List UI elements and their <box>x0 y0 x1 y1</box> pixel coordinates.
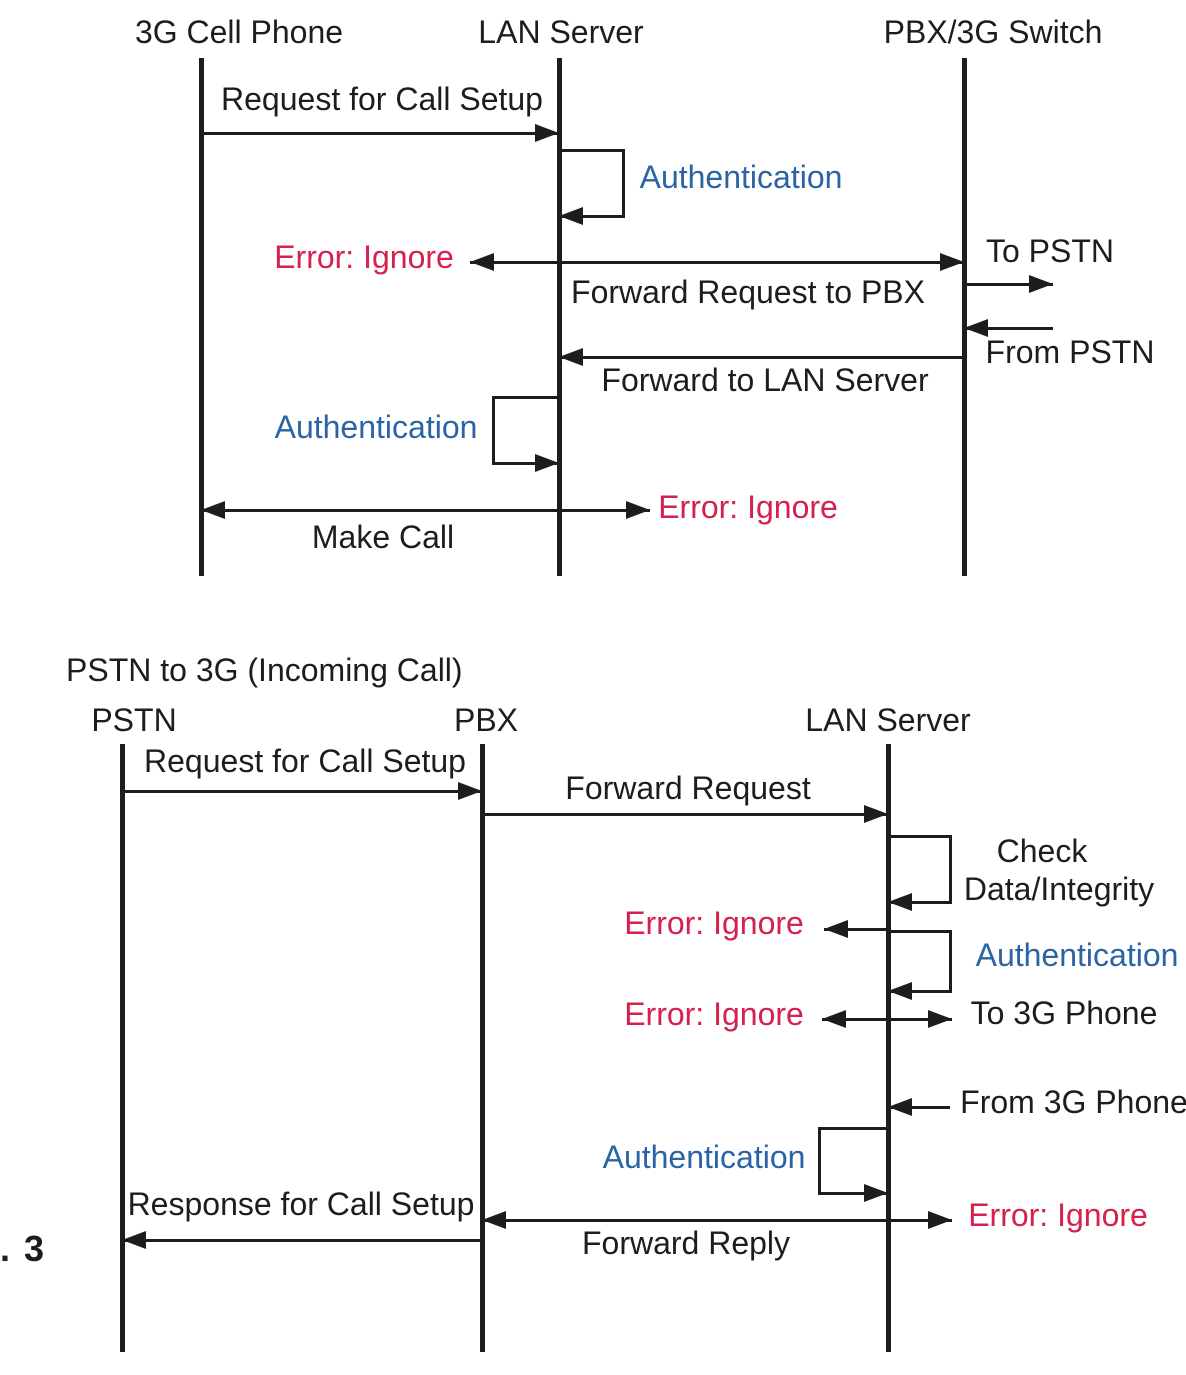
arrowhead-right <box>864 1184 888 1202</box>
error-ignore-label: Error: Ignore <box>624 905 804 942</box>
message-label: Forward Request to PBX <box>571 274 925 311</box>
process-label: Authentication <box>602 1139 806 1176</box>
arrowhead-left <box>559 207 583 225</box>
message-label: Make Call <box>311 519 455 556</box>
error-ignore-label: Error: Ignore <box>658 489 838 526</box>
actor-label: LAN Server <box>478 14 644 51</box>
actor-label: 3G Cell Phone <box>134 14 344 51</box>
message-label: Forward to LAN Server <box>601 362 929 399</box>
lan-authentication-loop <box>559 148 625 218</box>
actor-label: PBX <box>453 702 519 739</box>
message-label: Request for Call Setup <box>221 81 543 118</box>
arrowhead-left <box>122 1231 146 1249</box>
arrowhead-left <box>888 893 912 911</box>
arrowhead-left <box>888 1098 912 1116</box>
arrowhead-left <box>201 501 225 519</box>
message-label: From PSTN <box>985 334 1155 371</box>
check-data-integrity-loop <box>888 834 952 904</box>
lifeline <box>885 744 891 1352</box>
request-for-call-setup-arrow <box>201 131 559 135</box>
actor-label: LAN Server <box>805 702 971 739</box>
lan-authentication-loop-2 <box>818 1126 888 1195</box>
arrowhead-left <box>470 253 494 271</box>
arrowhead-left <box>888 982 912 1000</box>
arrowhead-right <box>535 124 559 142</box>
lifeline <box>556 58 562 576</box>
from-pstn-arrow <box>964 326 1053 330</box>
actor-label: PSTN <box>91 702 177 739</box>
message-label: Response for Call Setup <box>127 1186 475 1223</box>
process-label: Authentication <box>975 937 1179 974</box>
arrowhead-right <box>458 782 482 800</box>
error-ignore-label: Error: Ignore <box>624 996 804 1033</box>
figure-number-label: . 3 <box>0 1228 47 1270</box>
error-ignore-label: Error: Ignore <box>274 239 454 276</box>
arrowhead-right <box>1029 275 1053 293</box>
lifeline <box>119 744 125 1352</box>
message-label: Forward Request <box>565 770 811 807</box>
forward-reply-error-ignore-arrow <box>482 1218 952 1222</box>
arrowhead-right <box>928 1010 952 1028</box>
make-call-error-ignore-arrow <box>201 508 650 512</box>
forward-request-arrow <box>482 812 888 816</box>
arrowhead-right <box>626 501 650 519</box>
arrowhead-right <box>535 454 559 472</box>
actor-label: PBX/3G Switch <box>883 14 1103 51</box>
arrowhead-left <box>964 319 988 337</box>
lifeline <box>961 58 967 576</box>
process-label: Authentication <box>639 159 843 196</box>
message-label: To 3G Phone <box>970 995 1158 1032</box>
lan-authentication-loop <box>888 929 952 993</box>
message-label: Request for Call Setup <box>144 743 466 780</box>
arrowhead-left <box>824 920 848 938</box>
response-for-call-setup-arrow <box>122 1238 482 1242</box>
message-label: From 3G Phone <box>960 1084 1186 1121</box>
arrowhead-left <box>482 1211 506 1229</box>
message-label: To PSTN <box>985 233 1115 270</box>
lifeline <box>198 58 204 576</box>
error-ignore-arrow-1 <box>824 927 888 931</box>
message-label: Data/Integrity <box>963 871 1155 908</box>
forward-to-lan-server-arrow <box>559 355 964 359</box>
forward-request-error-ignore-arrow <box>470 260 964 264</box>
arrowhead-right <box>928 1211 952 1229</box>
lan-authentication-loop-2 <box>492 395 559 465</box>
arrowhead-left <box>559 348 583 366</box>
to-pstn-arrow <box>964 282 1053 286</box>
request-for-call-setup-arrow <box>122 789 482 793</box>
message-label: Check <box>996 833 1088 870</box>
arrowhead-right <box>940 253 964 271</box>
message-label: PSTN to 3G (Incoming Call) <box>66 652 463 689</box>
arrowhead-right <box>864 805 888 823</box>
message-label: Forward Reply <box>581 1225 791 1262</box>
lifeline <box>479 744 485 1352</box>
arrowhead-left <box>822 1010 846 1028</box>
process-label: Authentication <box>274 409 478 446</box>
error-ignore-label: Error: Ignore <box>968 1197 1148 1234</box>
from-3g-phone-arrow <box>888 1105 950 1109</box>
